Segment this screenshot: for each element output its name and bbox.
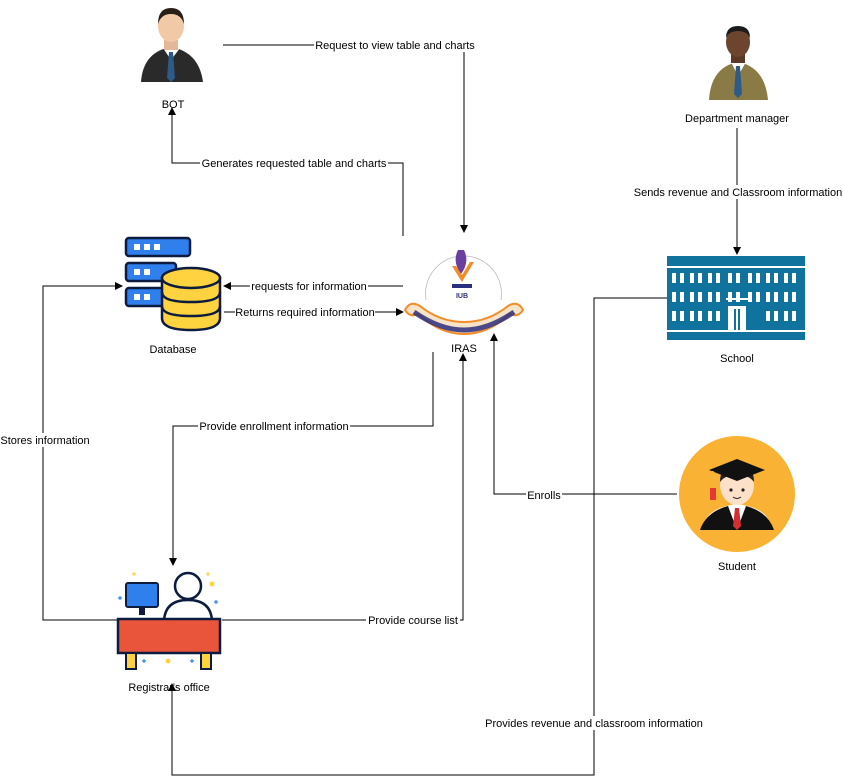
office-desk-icon — [116, 571, 222, 670]
logo-abbreviation: IUB — [456, 293, 468, 300]
edge-labels: Request to view table and charts Generat… — [0, 38, 843, 730]
department-manager-label: Department manager — [685, 113, 789, 125]
university-logo-icon: IUB — [403, 250, 525, 336]
edge-label-provide-enrollment: Provide enrollment information — [199, 421, 348, 433]
edge-label-sends-revenue: Sends revenue and Classroom information — [634, 187, 843, 199]
edges — [42, 44, 741, 776]
iras-label: IRAS — [451, 343, 477, 355]
edge-stores-info — [42, 282, 123, 621]
database-label: Database — [149, 344, 196, 356]
database-node[interactable]: Database — [124, 236, 222, 356]
bot-node[interactable]: BOT — [141, 8, 203, 111]
registrar-node[interactable]: Registrar's office — [116, 571, 222, 694]
edge-enrolls — [490, 333, 677, 495]
student-label: Student — [718, 561, 756, 573]
edge-label-stores-info: Stores information — [0, 435, 89, 447]
school-node[interactable]: School — [667, 256, 805, 365]
businessman-icon — [141, 8, 203, 82]
iras-node[interactable]: IUB IRAS — [403, 250, 525, 355]
edge-request-view — [223, 44, 468, 233]
edge-generates-tables — [168, 107, 404, 236]
edge-label-request-view: Request to view table and charts — [315, 40, 475, 52]
department-manager-node[interactable]: Department manager — [685, 26, 789, 125]
graduate-student-icon — [679, 436, 795, 552]
edge-provide-course-list — [222, 353, 467, 621]
edge-label-enrolls: Enrolls — [527, 490, 561, 502]
edge-label-requests-info: requests for information — [251, 281, 367, 293]
bot-label: BOT — [162, 99, 185, 111]
edge-provide-enrollment — [169, 352, 434, 566]
registrar-label: Registrar's office — [128, 682, 209, 694]
edge-label-returns-info: Returns required information — [235, 307, 374, 319]
school-label: School — [720, 353, 754, 365]
edge-label-provides-revenue: Provides revenue and classroom informati… — [485, 718, 703, 730]
database-icon — [124, 236, 222, 332]
manager-icon — [709, 26, 768, 100]
school-building-icon — [667, 256, 805, 340]
student-node[interactable]: Student — [679, 436, 795, 573]
edge-label-generates-tables: Generates requested table and charts — [202, 158, 387, 170]
edge-provides-revenue — [168, 297, 667, 776]
edge-label-provide-course-list: Provide course list — [368, 615, 458, 627]
